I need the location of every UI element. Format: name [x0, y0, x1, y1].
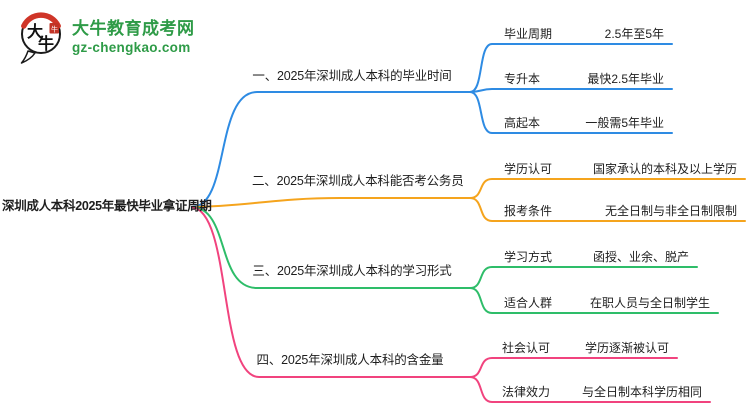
subtopic-row: 专升本 最快2.5年毕业: [488, 68, 672, 88]
branch-title-study-forms: 三、2025年深圳成人本科的学习形式: [252, 264, 452, 278]
site-logo[interactable]: 大 牛 牛 大牛教育成考网 gz-chengkao.com: [18, 10, 195, 64]
subtopic-value: 国家承认的本科及以上学历: [592, 161, 737, 176]
subtopic-value: 与全日制本科学历相同: [581, 384, 702, 399]
subtopic-label: 专升本: [504, 71, 541, 86]
subtopic-label: 社会认可: [502, 340, 551, 355]
subtopic-row: 学历认可 国家承认的本科及以上学历: [488, 158, 745, 178]
branch-title-graduation-time: 一、2025年深圳成人本科的毕业时间: [252, 69, 452, 83]
subtopic-label: 学历认可: [504, 161, 553, 176]
subtopic-row: 社会认可 学历逐渐被认可: [486, 337, 677, 357]
subtopic-row: 报考条件 无全日制与非全日制限制: [488, 200, 745, 220]
subtopic-row: 高起本 一般需5年毕业: [488, 112, 672, 132]
brand-text: 大牛教育成考网 gz-chengkao.com: [72, 19, 195, 56]
subtopic-value: 函授、业余、脱产: [592, 249, 689, 264]
logo-char-1: 大: [27, 22, 43, 41]
subtopic-value: 最快2.5年毕业: [587, 71, 664, 86]
branch-lines-study-forms: [191, 206, 719, 314]
subtopic-label: 法律效力: [502, 384, 551, 399]
subtopic-value: 学历逐渐被认可: [584, 340, 669, 355]
logo-char-2: 牛: [38, 34, 54, 53]
subtopic-label: 学习方式: [504, 249, 553, 264]
subtopic-value: 在职人员与全日制学生: [589, 295, 710, 310]
subtopic-value: 一般需5年毕业: [585, 115, 664, 130]
branch-lines-civil-service: [191, 178, 746, 222]
subtopic-label: 报考条件: [504, 203, 553, 218]
branch-lines-degree-value: [191, 206, 711, 403]
brand-url: gz-chengkao.com: [72, 39, 191, 55]
logo-seal-char: 牛: [51, 25, 58, 34]
subtopic-label: 毕业周期: [504, 26, 553, 41]
subtopic-row: 适合人群 在职人员与全日制学生: [488, 292, 718, 312]
brand-name: 大牛教育成考网: [72, 18, 195, 38]
subtopic-row: 毕业周期 2.5年至5年: [488, 23, 672, 43]
branch-title-civil-service: 二、2025年深圳成人本科能否考公务员: [252, 174, 464, 188]
daniu-logo-icon: 大 牛 牛: [20, 12, 61, 64]
subtopic-value: 2.5年至5年: [604, 26, 664, 41]
subtopic-row: 学习方式 函授、业余、脱产: [488, 246, 697, 266]
subtopic-row: 法律效力 与全日制本科学历相同: [486, 381, 710, 401]
subtopic-label: 高起本: [504, 115, 541, 130]
subtopic-value: 无全日制与非全日制限制: [604, 203, 737, 218]
branch-title-degree-value: 四、2025年深圳成人本科的含金量: [256, 353, 444, 367]
subtopic-label: 适合人群: [504, 295, 553, 310]
branch-lines-graduation-time: [191, 43, 673, 208]
central-topic: 深圳成人本科2025年最快毕业拿证周期: [2, 199, 212, 213]
